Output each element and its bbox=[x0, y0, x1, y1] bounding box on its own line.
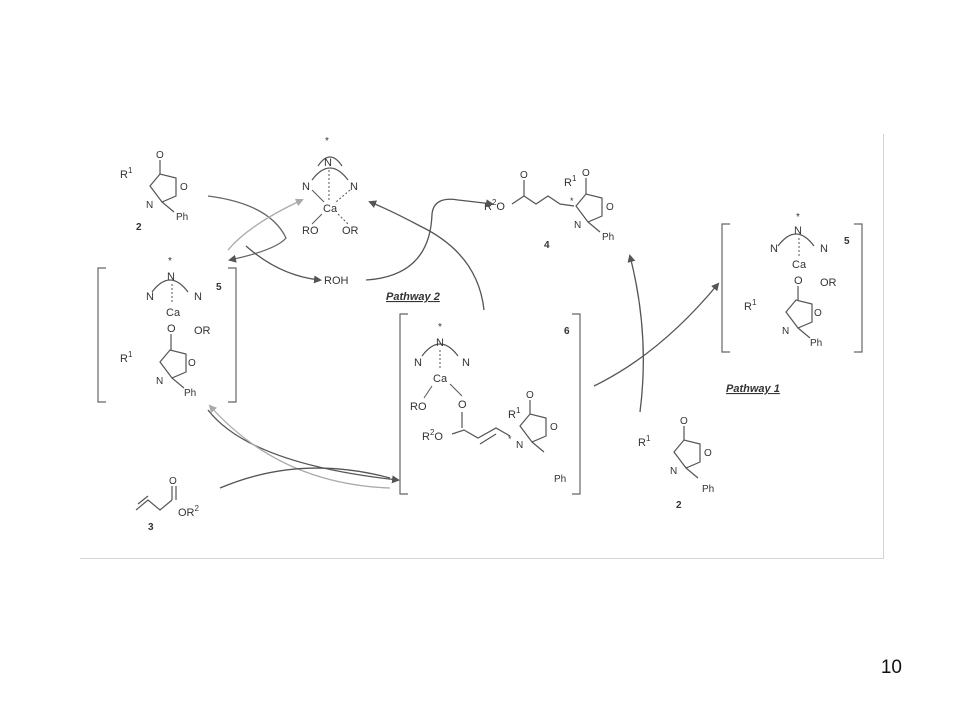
svg-text:O: O bbox=[704, 448, 712, 459]
svg-text:N: N bbox=[770, 243, 778, 255]
svg-text:*: * bbox=[168, 256, 172, 267]
svg-text:N: N bbox=[146, 291, 154, 303]
svg-text:N: N bbox=[670, 466, 677, 477]
svg-text:OR: OR bbox=[820, 277, 837, 289]
svg-text:O: O bbox=[520, 170, 528, 181]
compound-label-5: 5 bbox=[216, 282, 222, 293]
svg-text:N: N bbox=[574, 220, 581, 231]
svg-text:*: * bbox=[438, 322, 442, 333]
ligand-ro: RO bbox=[302, 225, 319, 237]
reaction-arrows bbox=[207, 195, 720, 489]
svg-text:R1: R1 bbox=[564, 174, 577, 189]
svg-text:O: O bbox=[680, 416, 688, 427]
svg-text:OR: OR bbox=[194, 325, 211, 337]
svg-text:O: O bbox=[606, 202, 614, 213]
page-number: 10 bbox=[880, 657, 902, 678]
svg-text:O: O bbox=[794, 275, 803, 287]
svg-text:Ph: Ph bbox=[184, 388, 196, 399]
intermediate-5-left: 5 * N N N Ca OR O R1 O N Ph bbox=[97, 256, 237, 403]
atom-n: N bbox=[302, 181, 310, 193]
svg-text:R1: R1 bbox=[638, 434, 651, 449]
svg-text:2: 2 bbox=[676, 500, 682, 511]
pathway-2-label: Pathway 2 bbox=[386, 291, 440, 303]
atom-ca: Ca bbox=[323, 203, 338, 215]
substituent-r1: R1 bbox=[120, 166, 133, 181]
catalytic-cycle-diagram: * N N N Ca RO OR O R1 O N Ph 2 5 * N N N… bbox=[97, 136, 863, 533]
svg-text:*: * bbox=[570, 196, 574, 206]
roh-label: ROH bbox=[324, 275, 349, 287]
svg-text:O: O bbox=[814, 308, 822, 319]
ligand-or: OR bbox=[342, 225, 359, 237]
svg-text:N: N bbox=[167, 271, 175, 283]
svg-text:N: N bbox=[820, 243, 828, 255]
scheme-panel: * N N N Ca RO OR O R1 O N Ph 2 5 * N N N… bbox=[80, 134, 884, 559]
pathway-1-label: Pathway 1 bbox=[726, 383, 780, 395]
compound-label-2: 2 bbox=[136, 222, 142, 233]
svg-text:*: * bbox=[508, 434, 512, 444]
svg-text:Ph: Ph bbox=[554, 474, 566, 485]
compound-2-top: O R1 O N Ph 2 bbox=[120, 150, 188, 233]
intermediate-5-right: 5 * N N N Ca OR O R1 O N Ph bbox=[721, 212, 863, 353]
svg-text:O: O bbox=[458, 399, 467, 411]
svg-text:N: N bbox=[194, 291, 202, 303]
svg-text:Ca: Ca bbox=[792, 259, 807, 271]
catalyst-complex: * N N N Ca RO OR bbox=[302, 136, 359, 237]
atom-n: N bbox=[324, 157, 332, 169]
svg-text:O: O bbox=[526, 390, 534, 401]
svg-text:N: N bbox=[794, 225, 802, 237]
svg-text:N: N bbox=[436, 337, 444, 349]
svg-text:N: N bbox=[782, 326, 789, 337]
compound-label-4: 4 bbox=[544, 240, 550, 251]
compound-label-6: 6 bbox=[564, 326, 570, 337]
ester-or2: OR2 bbox=[178, 504, 200, 519]
svg-text:R2O: R2O bbox=[422, 428, 443, 443]
svg-text:R1: R1 bbox=[744, 298, 757, 313]
svg-text:Ph: Ph bbox=[810, 338, 822, 349]
svg-text:Ca: Ca bbox=[433, 373, 448, 385]
svg-text:N: N bbox=[414, 357, 422, 369]
svg-text:O: O bbox=[582, 168, 590, 179]
svg-text:Ph: Ph bbox=[702, 484, 714, 495]
atom-n: N bbox=[350, 181, 358, 193]
compound-4: R2O O * O R1 O N Ph 4 bbox=[484, 168, 614, 251]
chiral-star: * bbox=[325, 136, 329, 147]
svg-text:O: O bbox=[550, 422, 558, 433]
phenyl: Ph bbox=[176, 212, 188, 223]
svg-text:O: O bbox=[188, 358, 196, 369]
atom-n: N bbox=[146, 200, 153, 211]
svg-text:*: * bbox=[796, 212, 800, 223]
svg-text:O: O bbox=[169, 476, 177, 487]
svg-text:5: 5 bbox=[844, 236, 850, 247]
svg-text:O: O bbox=[167, 323, 176, 335]
svg-text:N: N bbox=[516, 440, 523, 451]
svg-text:Ph: Ph bbox=[602, 232, 614, 243]
svg-text:R1: R1 bbox=[120, 350, 133, 365]
atom-o: O bbox=[156, 150, 164, 161]
svg-text:R1: R1 bbox=[508, 406, 521, 421]
intermediate-6: 6 * N N N Ca RO O R2O * O R1 O N Ph bbox=[399, 313, 581, 495]
svg-text:RO: RO bbox=[410, 401, 427, 413]
svg-text:N: N bbox=[156, 376, 163, 387]
svg-text:N: N bbox=[462, 357, 470, 369]
atom-ca: Ca bbox=[166, 307, 181, 319]
compound-label-3: 3 bbox=[148, 522, 154, 533]
svg-text:R2O: R2O bbox=[484, 198, 505, 213]
compound-2-bottom: O R1 O N Ph 2 bbox=[638, 416, 714, 511]
atom-o: O bbox=[180, 182, 188, 193]
compound-3: O OR2 3 bbox=[135, 476, 200, 533]
